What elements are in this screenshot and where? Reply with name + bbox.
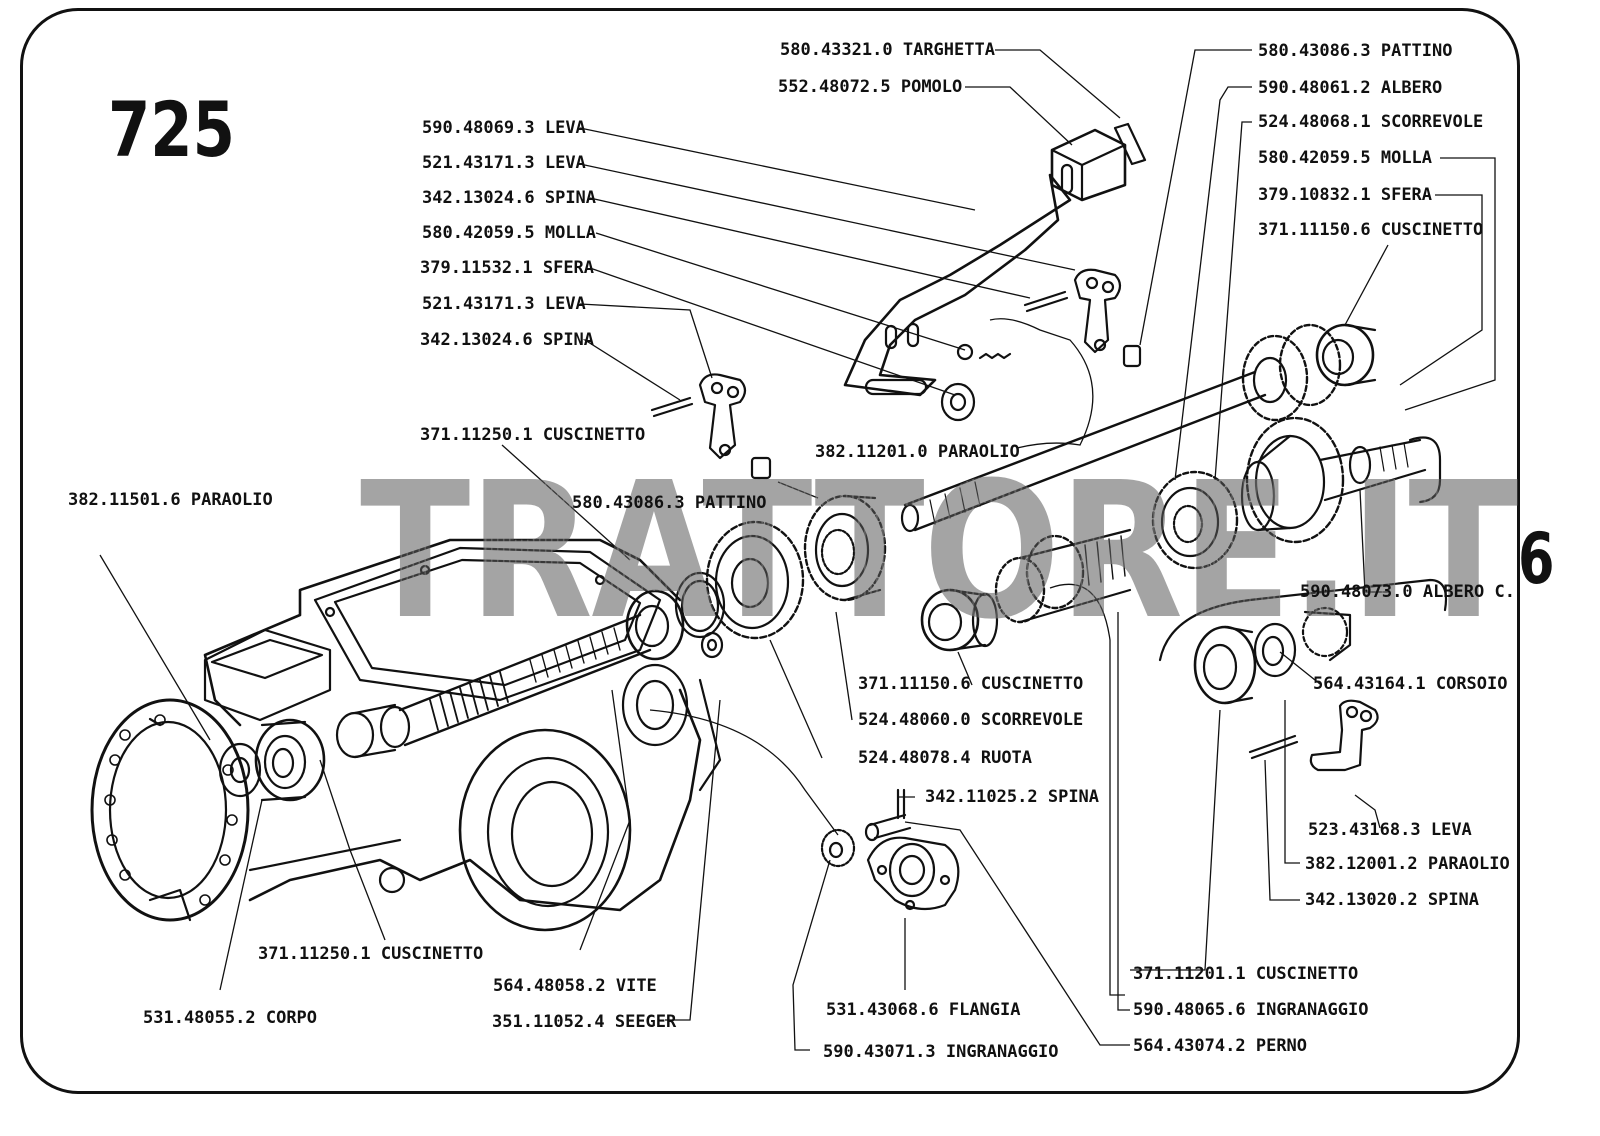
part-label-leva: 590.48069.3 LEVA <box>422 118 586 138</box>
part-label-scorrevole: 524.48060.0 SCORREVOLE <box>858 710 1084 730</box>
part-label-cuscinetto: 371.11201.1 CUSCINETTO <box>1133 964 1359 984</box>
part-label-spina: 342.11025.2 SPINA <box>925 787 1100 807</box>
housing-body <box>90 538 722 932</box>
right-sliding-sleeve <box>1151 470 1239 570</box>
part-label-molla: 580.42059.5 MOLLA <box>422 223 597 243</box>
shift-lever <box>843 122 1147 397</box>
detent-parts <box>940 343 1012 422</box>
centre-bearing <box>920 588 999 652</box>
sliding-sleeve <box>803 494 887 602</box>
part-label-perno: 564.43074.2 PERNO <box>1133 1036 1308 1056</box>
right-lever <box>1248 699 1379 772</box>
part-label-sfera: 379.11532.1 SFERA <box>420 258 595 278</box>
part-label-molla: 580.42059.5 MOLLA <box>1258 148 1433 168</box>
part-label-albero-c: 590.48073.0 ALBERO C. <box>1300 582 1515 602</box>
part-label-seeger: 351.11052.4 SEEGER <box>492 1012 677 1032</box>
part-label-ingranaggio: 590.48065.6 INGRANAGGIO <box>1133 1000 1369 1020</box>
part-label-spina: 342.13020.2 SPINA <box>1305 890 1480 910</box>
front-bearing-set <box>218 718 326 802</box>
part-label-corsoio: 564.43164.1 CORSOIO <box>1313 674 1508 694</box>
part-label-pattino: 580.43086.3 PATTINO <box>1258 41 1453 61</box>
watermark: TRATTORE.IT <box>360 442 1519 661</box>
part-label-spina: 342.13024.6 SPINA <box>420 330 595 350</box>
upper-small-lever <box>1023 268 1142 368</box>
page-number: 725 <box>108 85 235 174</box>
centre-gear <box>705 520 805 640</box>
part-label-paraolio: 382.11501.6 PARAOLIO <box>68 490 273 510</box>
part-label-corpo: 531.48055.2 CORPO <box>143 1008 318 1028</box>
part-label-paraolio: 382.12001.2 PARAOLIO <box>1305 854 1510 874</box>
part-label-flangia: 531.43068.6 FLANGIA <box>826 1000 1021 1020</box>
part-label-targhetta: 580.43321.0 TARGHETTA <box>780 40 995 60</box>
left-small-lever <box>650 373 772 480</box>
part-label-cuscinetto: 371.11150.6 CUSCINETTO <box>1258 220 1484 240</box>
part-label-pomolo: 552.48072.5 POMOLO <box>778 77 963 97</box>
part-label-cuscinetto: 371.11250.1 CUSCINETTO <box>420 425 646 445</box>
part-label-leva: 521.43171.3 LEVA <box>422 294 586 314</box>
part-label-cuscinetto: 371.11250.1 CUSCINETTO <box>258 944 484 964</box>
input-shaft <box>335 571 726 759</box>
part-label-leva: 523.43168.3 LEVA <box>1308 820 1472 840</box>
part-label-ingranaggio: 590.43071.3 INGRANAGGIO <box>823 1042 1059 1062</box>
part-label-spina: 342.13024.6 SPINA <box>422 188 597 208</box>
part-label-scorrevole: 524.48068.1 SCORREVOLE <box>1258 112 1484 132</box>
part-label-albero: 590.48061.2 ALBERO <box>1258 78 1443 98</box>
section-number: 6 <box>1518 518 1555 600</box>
flange-group <box>820 788 960 911</box>
part-label-sfera: 379.10832.1 SFERA <box>1258 185 1433 205</box>
part-label-paraolio: 382.11201.0 PARAOLIO <box>815 442 1020 462</box>
part-label-vite: 564.48058.2 VITE <box>493 976 657 996</box>
lower-right-bearing-group <box>1158 578 1448 705</box>
part-label-ruota: 524.48078.4 RUOTA <box>858 748 1033 768</box>
diagram-frame <box>20 8 1520 1094</box>
part-label-pattino: 580.43086.3 PATTINO <box>572 493 767 513</box>
part-label-cuscinetto: 371.11150.6 CUSCINETTO <box>858 674 1084 694</box>
counter-gear <box>994 528 1132 624</box>
part-label-leva: 521.43171.3 LEVA <box>422 153 586 173</box>
countershaft <box>1240 416 1442 544</box>
